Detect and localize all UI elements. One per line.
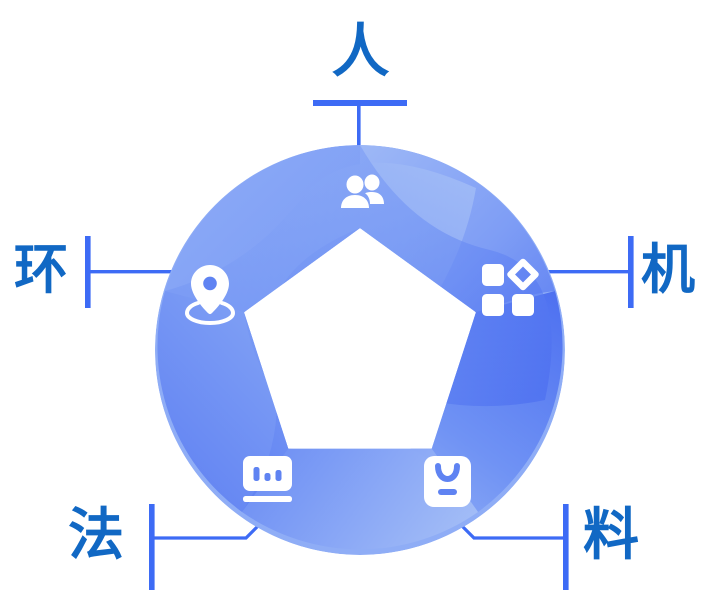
icon-package-box (424, 456, 471, 507)
label-huan: 环 (14, 238, 68, 301)
label-ji: 机 (641, 238, 695, 301)
label-liao: 料 (583, 503, 639, 568)
ring-graphic (155, 145, 565, 555)
label-fa: 法 (68, 503, 124, 568)
connector-right (512, 236, 634, 308)
icon-location-pin (184, 265, 236, 326)
label-ren: 人 (331, 17, 390, 85)
connector-top (313, 100, 407, 152)
connector-left (85, 236, 208, 308)
icon-monitor-chart (243, 456, 292, 502)
icon-grid-apps (482, 258, 539, 316)
icon-users (341, 174, 384, 208)
